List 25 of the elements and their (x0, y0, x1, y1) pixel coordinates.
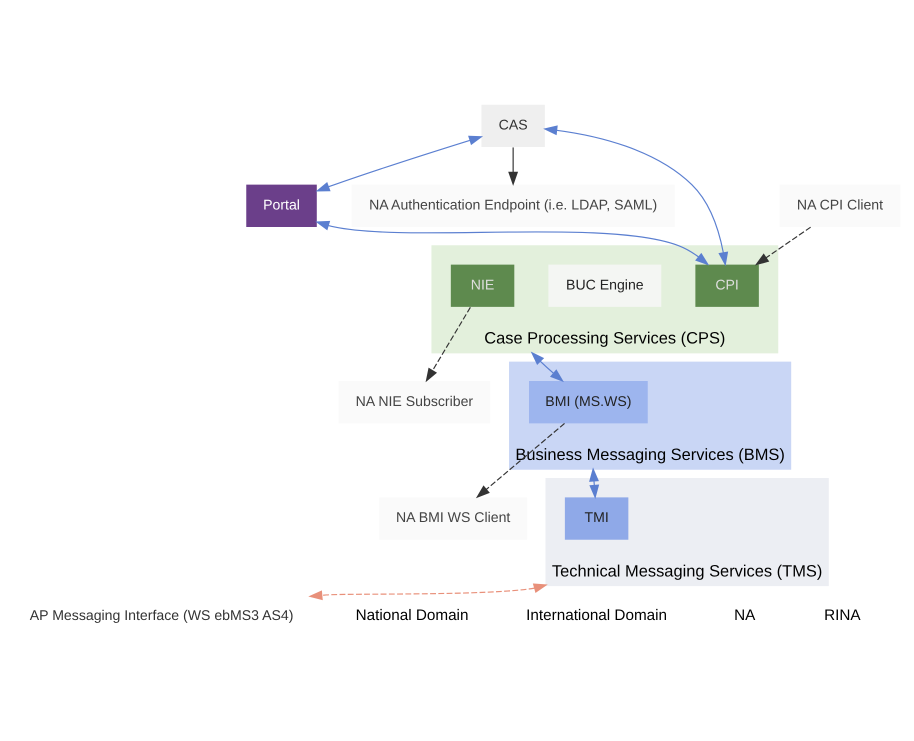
label: National Domain (356, 606, 468, 624)
arrow (589, 466, 600, 498)
node-box: Portal (246, 184, 317, 226)
node-text: NA CPI Client (796, 196, 884, 212)
arrow (316, 135, 484, 191)
arrow (508, 146, 518, 186)
label: RINA (824, 606, 861, 624)
arrow (530, 351, 564, 382)
label: NA (734, 606, 756, 624)
node-text: NA BMI WS Client (396, 508, 510, 525)
label: International Domain (526, 606, 668, 624)
node-text: NA Authentication Endpoint (i.e. LDAP, SAML) (369, 196, 658, 212)
node-text: AP Messaging Interface (WS ebMS3 AS4) (30, 606, 294, 622)
node-box: CAS (481, 104, 545, 147)
node-text: NA NIE Subscriber (356, 392, 474, 408)
arrow (543, 124, 728, 266)
node-box: NIE (450, 264, 514, 306)
node-box: BMI (MS.WS) (529, 380, 648, 423)
arrow (308, 582, 548, 600)
arrow (426, 306, 471, 382)
arrow (315, 220, 710, 266)
arrow (476, 422, 565, 498)
node-box: TMI (564, 496, 628, 540)
arrow (754, 226, 811, 266)
node-box: CPI (695, 264, 759, 306)
